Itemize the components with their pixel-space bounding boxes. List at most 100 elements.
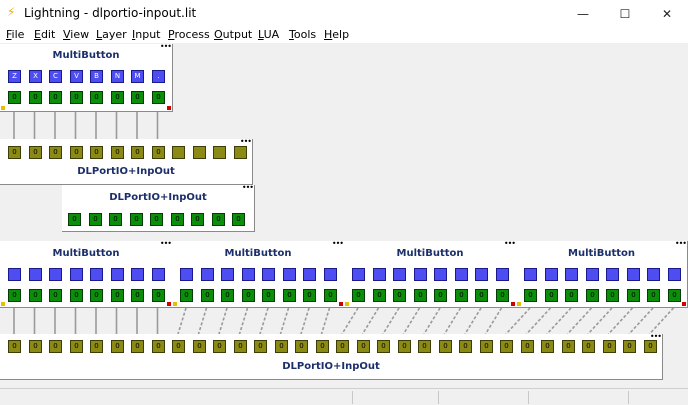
port-pin[interactable]: 0 — [377, 340, 390, 353]
multibutton-key[interactable] — [201, 268, 214, 281]
port-pin[interactable]: 0 — [500, 340, 513, 353]
block-menu-dots[interactable]: ••• — [331, 239, 344, 248]
port-pin[interactable]: 0 — [152, 146, 165, 159]
port-pin[interactable]: 0 — [29, 340, 42, 353]
multibutton-key[interactable] — [8, 268, 21, 281]
multibutton-key[interactable] — [352, 268, 365, 281]
menu-layer[interactable]: Layer — [96, 28, 127, 41]
port-pin[interactable]: 0 — [357, 340, 370, 353]
multibutton-key[interactable]: M — [131, 70, 144, 83]
port-pin[interactable]: 0 — [193, 340, 206, 353]
port-pin[interactable]: 0 — [398, 340, 411, 353]
port-pin[interactable]: 0 — [131, 146, 144, 159]
block-menu-dots[interactable]: ••• — [239, 137, 252, 146]
multibutton-key[interactable] — [434, 268, 447, 281]
multibutton-key[interactable]: B — [90, 70, 103, 83]
port-pin[interactable]: 0 — [111, 340, 124, 353]
port-pin[interactable]: 0 — [90, 340, 103, 353]
block-corner-red[interactable] — [682, 302, 686, 306]
multibutton-key[interactable] — [70, 268, 83, 281]
port-pin[interactable] — [193, 146, 206, 159]
port-pin[interactable]: 0 — [131, 340, 144, 353]
multibutton-block-1[interactable]: MultiButton ••• — [0, 239, 173, 308]
multibutton-key[interactable] — [373, 268, 386, 281]
close-button[interactable]: ✕ — [661, 6, 673, 21]
port-pin[interactable]: 0 — [439, 340, 452, 353]
port-pin[interactable]: 0 — [336, 340, 349, 353]
port-pin[interactable]: 0 — [152, 340, 165, 353]
multibutton-key[interactable]: N — [111, 70, 124, 83]
port-pin[interactable]: 0 — [234, 340, 247, 353]
multibutton-key[interactable] — [29, 268, 42, 281]
multibutton-key[interactable]: . — [152, 70, 165, 83]
multibutton-key[interactable] — [324, 268, 337, 281]
block-corner-red[interactable] — [339, 302, 343, 306]
multibutton-key[interactable] — [668, 268, 681, 281]
port-pin[interactable]: 0 — [254, 340, 267, 353]
port-pin[interactable]: 0 — [562, 340, 575, 353]
port-pin[interactable]: 0 — [521, 340, 534, 353]
multibutton-key[interactable] — [586, 268, 599, 281]
multibutton-key[interactable] — [180, 268, 193, 281]
port-pin[interactable]: 0 — [623, 340, 636, 353]
multibutton-key[interactable] — [111, 268, 124, 281]
multibutton-key[interactable] — [90, 268, 103, 281]
block-menu-dots[interactable]: ••• — [159, 239, 172, 248]
menu-help[interactable]: Help — [324, 28, 350, 41]
port-pin[interactable]: 0 — [8, 146, 21, 159]
port-pin[interactable]: 0 — [295, 340, 308, 353]
menu-file[interactable]: File — [6, 28, 25, 41]
block-corner-red[interactable] — [167, 106, 171, 110]
multibutton-key[interactable] — [262, 268, 275, 281]
multibutton-key[interactable] — [524, 268, 537, 281]
multibutton-block-top[interactable]: MultiButton ••• — [0, 42, 173, 112]
multibutton-key[interactable] — [647, 268, 660, 281]
menu-input[interactable]: Input — [132, 28, 161, 41]
port-pin[interactable]: 0 — [213, 340, 226, 353]
multibutton-key[interactable]: Z — [8, 70, 21, 83]
block-menu-dots[interactable]: ••• — [674, 239, 687, 248]
multibutton-key[interactable] — [475, 268, 488, 281]
block-menu-dots[interactable]: ••• — [241, 183, 254, 192]
block-menu-dots[interactable]: ••• — [649, 332, 662, 341]
port-pin[interactable] — [172, 146, 185, 159]
port-pin[interactable]: 0 — [541, 340, 554, 353]
multibutton-key[interactable] — [242, 268, 255, 281]
multibutton-key[interactable] — [606, 268, 619, 281]
port-pin[interactable]: 0 — [8, 340, 21, 353]
multibutton-key[interactable] — [565, 268, 578, 281]
dlportio-block-1[interactable]: DLPortIO+InpOut ••• — [0, 137, 253, 185]
port-pin[interactable]: 0 — [70, 340, 83, 353]
menu-tools[interactable]: Tools — [289, 28, 317, 41]
port-pin[interactable]: 0 — [480, 340, 493, 353]
multibutton-key[interactable] — [49, 268, 62, 281]
minimize-button[interactable]: — — [577, 6, 589, 21]
menu-view[interactable]: View — [63, 28, 90, 41]
port-pin[interactable]: 0 — [90, 146, 103, 159]
patch-canvas[interactable]: MultiButton ••• DLPortIO+InpOut ••• DLPo… — [0, 43, 688, 388]
menu-lua[interactable]: LUA — [258, 28, 280, 41]
multibutton-key[interactable] — [393, 268, 406, 281]
block-menu-dots[interactable]: ••• — [503, 239, 516, 248]
port-pin[interactable]: 0 — [49, 340, 62, 353]
multibutton-key[interactable] — [627, 268, 640, 281]
block-corner-red[interactable] — [511, 302, 515, 306]
multibutton-key[interactable] — [131, 268, 144, 281]
port-pin[interactable]: 0 — [275, 340, 288, 353]
multibutton-key[interactable] — [414, 268, 427, 281]
port-pin[interactable]: 0 — [29, 146, 42, 159]
port-pin[interactable]: 0 — [316, 340, 329, 353]
multibutton-key[interactable]: X — [29, 70, 42, 83]
multibutton-block-2[interactable]: MultiButton ••• — [172, 239, 345, 308]
port-pin[interactable]: 0 — [418, 340, 431, 353]
multibutton-key[interactable] — [455, 268, 468, 281]
port-pin[interactable]: 0 — [603, 340, 616, 353]
block-corner-red[interactable] — [167, 302, 171, 306]
block-menu-dots[interactable]: ••• — [159, 42, 172, 51]
port-pin[interactable]: 0 — [49, 146, 62, 159]
multibutton-key[interactable] — [152, 268, 165, 281]
multibutton-key[interactable] — [496, 268, 509, 281]
multibutton-key[interactable]: V — [70, 70, 83, 83]
port-pin[interactable]: 0 — [582, 340, 595, 353]
port-pin[interactable]: 0 — [70, 146, 83, 159]
